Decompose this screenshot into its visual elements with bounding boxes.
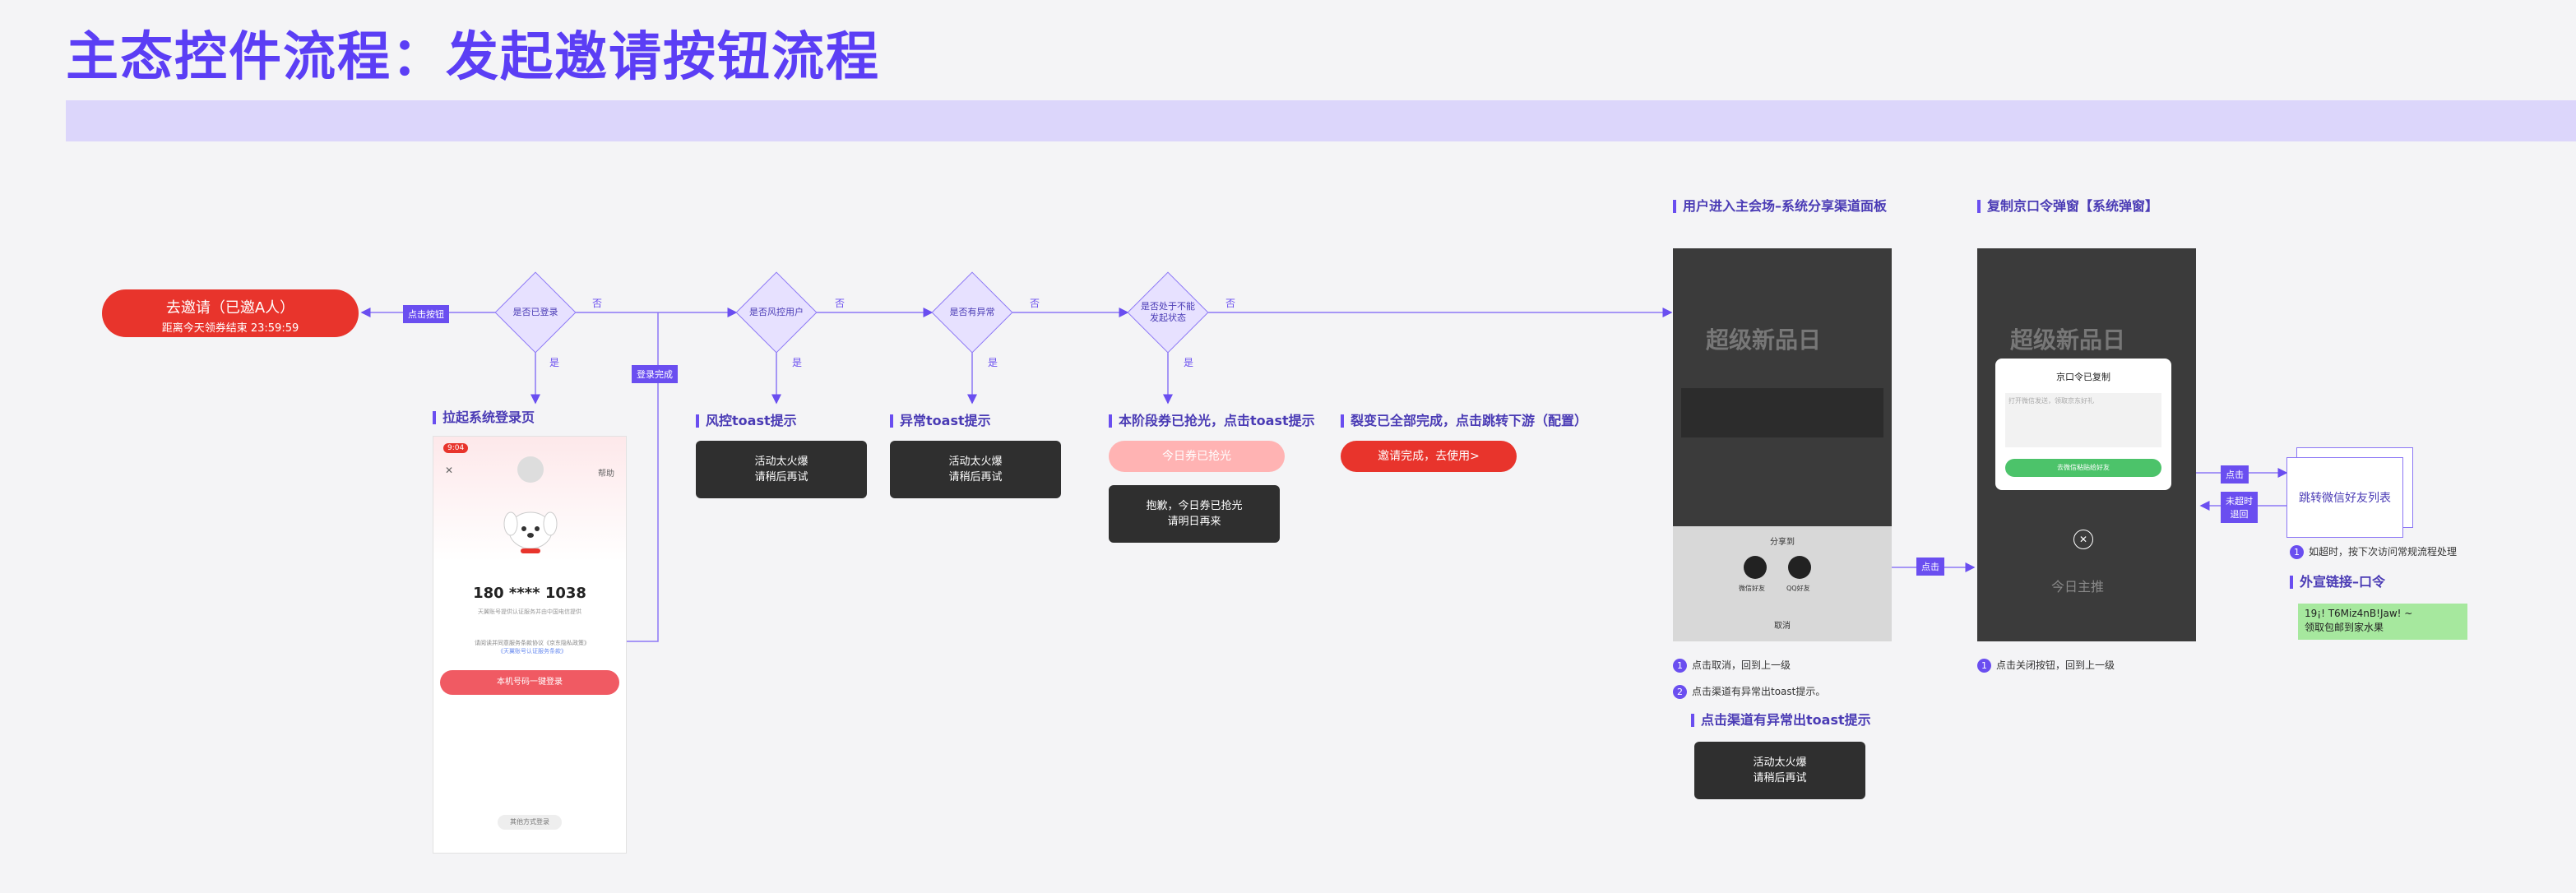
section-outside-link: 外宣链接–口令 [2290, 576, 2385, 589]
paste-to-wechat-button[interactable]: 去微信粘贴给好友 [2005, 459, 2161, 477]
wechat-icon[interactable] [1744, 556, 1767, 579]
decision-risk-user: 是否风控用户 [735, 271, 818, 354]
section-risk: 风控toast提示 [696, 414, 797, 428]
tag-click: 点击 [1916, 558, 1944, 576]
decision-logged-in: 是否已登录 [494, 271, 577, 354]
header-band [66, 100, 2576, 141]
close-icon[interactable]: ✕ [2073, 530, 2093, 549]
copy-dialog: 京口令已复制 打开微信发送，领取京东好礼 去微信粘贴给好友 [1995, 359, 2171, 490]
mascot-dog-icon [499, 506, 562, 558]
login-phone-screen: 9:04 ✕ 帮助 180 **** 1038 天翼账号提供认证服务并由中国电信… [433, 436, 627, 854]
decision-cannot-launch: 是否处于不能 发起状态 [1127, 271, 1209, 354]
invite-button[interactable]: 去邀请（已邀A人） 距离今天领券结束 23:59:59 [102, 289, 359, 337]
share-panel-screen: 超级新品日 分享到 微信好友 QQ好友 取消 [1673, 248, 1892, 641]
dialog-body: 打开微信发送，领取京东好礼 [2005, 393, 2161, 447]
banner-text: 超级新品日 [2010, 326, 2126, 354]
section-error: 异常toast提示 [890, 414, 991, 428]
outside-link-message: 19¡! T6Miz4nB!Jaw! ~领取包邮到家水果 [2298, 604, 2467, 640]
wechat-list-box: 跳转微信好友列表 [2286, 457, 2403, 538]
label-no: 否 [1225, 298, 1236, 309]
toast-error: 活动太火爆请稍后再试 [890, 441, 1061, 498]
section-sold-out: 本阶段券已抢光，点击toast提示 [1109, 414, 1315, 428]
label-yes: 是 [792, 357, 803, 368]
other-login-button[interactable]: 其他方式登录 [498, 815, 562, 830]
toast-risk: 活动太火爆请稍后再试 [696, 441, 867, 498]
qq-icon[interactable] [1788, 556, 1811, 579]
bottom-text: 今日主推 [2051, 579, 2105, 595]
phone-number: 180 **** 1038 [473, 585, 586, 602]
complete-use-button[interactable]: 邀请完成，去使用> [1341, 441, 1517, 472]
login-subtitle: 天翼账号提供认证服务并由中国电信提供 [478, 608, 581, 615]
agreement-text: 请阅读并同意服务条款协议《京东隐私政策》《天翼账号认证服务条款》 [475, 640, 590, 655]
dialog-title: 京口令已复制 [2056, 372, 2110, 382]
one-click-login-button[interactable]: 本机号码一键登录 [440, 670, 619, 695]
tag-timeout-return: 未超时 退回 [2221, 492, 2258, 523]
section-channel-error: 点击渠道有异常出toast提示 [1691, 714, 1871, 727]
toast-sold-out: 抱歉，今日券已抢光请明日再来 [1109, 485, 1280, 543]
tag-click: 点击 [2221, 465, 2249, 484]
label-no: 否 [835, 298, 846, 309]
page-title: 主态控件流程：发起邀请按钮流程 [66, 27, 880, 88]
share-sheet: 分享到 微信好友 QQ好友 取消 [1673, 526, 1892, 641]
cancel-button[interactable]: 取消 [1774, 622, 1791, 631]
decision-has-error: 是否有异常 [931, 271, 1013, 354]
tag-login-done: 登录完成 [632, 365, 678, 383]
label-no: 否 [592, 298, 603, 309]
section-login: 拉起系统登录页 [433, 411, 535, 424]
avatar [517, 456, 544, 483]
share-to-label: 分享到 [1770, 538, 1795, 547]
countdown-text: 距离今天领券结束 23:59:59 [161, 322, 299, 335]
toast-channel-error: 活动太火爆请稍后再试 [1694, 742, 1865, 799]
close-icon[interactable]: ✕ [445, 465, 454, 476]
label-no: 否 [1030, 298, 1040, 309]
sold-out-pill[interactable]: 今日券已抢光 [1109, 441, 1285, 472]
wechat-label: 微信好友 [1739, 585, 1765, 592]
copy-popup-screen: 超级新品日 京口令已复制 打开微信发送，领取京东好礼 去微信粘贴给好友 ✕ 今日… [1977, 248, 2196, 641]
banner-text: 超级新品日 [1706, 326, 1822, 354]
invite-button-label: 去邀请（已邀A人） [165, 299, 295, 317]
label-yes: 是 [1184, 357, 1194, 368]
label-yes: 是 [988, 357, 998, 368]
help-link[interactable]: 帮助 [598, 470, 614, 479]
tag-click-button: 点击按钮 [403, 305, 449, 323]
label-yes: 是 [549, 357, 560, 368]
product-row [1681, 388, 1883, 437]
status-time: 9:04 [443, 443, 469, 453]
section-share-panel: 用户进入主会场–系统分享渠道面板 [1673, 200, 1887, 213]
section-copy-popup: 复制京口令弹窗【系统弹窗】 [1977, 200, 2158, 213]
section-complete: 裂变已全部完成，点击跳转下游（配置） [1341, 414, 1587, 428]
qq-label: QQ好友 [1786, 585, 1810, 592]
